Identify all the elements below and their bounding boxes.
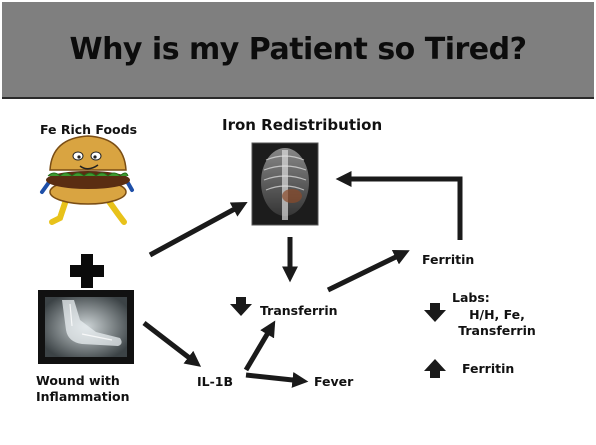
label-iron-redistribution: Iron Redistribution: [222, 116, 383, 134]
torso-xray-image: [251, 142, 319, 226]
burger-character-icon: [40, 135, 134, 225]
label-fever: Fever: [314, 374, 354, 389]
foot-xray-image: [38, 290, 134, 364]
labs-increased-values: Ferritin: [462, 361, 515, 376]
label-il1b: IL-1B: [197, 374, 234, 389]
labs-heading: Labs:: [452, 290, 490, 305]
arrow-wound-to-iron-redistribution: [148, 201, 248, 258]
plus-icon: [70, 254, 104, 288]
label-ferritin: Ferritin: [422, 252, 475, 267]
labs-decreased-values: H/H, Fe, Transferrin: [458, 307, 536, 338]
label-transferrin: Transferrin: [260, 303, 338, 318]
arrow-ferritin-to-iron-redistribution: [335, 170, 463, 240]
slide-title: Why is my Patient so Tired?: [69, 32, 527, 67]
label-wound-with-inflammation: Wound with Inflammation: [36, 373, 130, 404]
transferrin-decrease-arrow-icon: [230, 297, 252, 316]
title-bar: Why is my Patient so Tired?: [2, 2, 594, 99]
labs-increase-arrow-icon: [424, 359, 446, 378]
arrow-transferrin-to-ferritin: [326, 250, 410, 293]
arrow-il1b-to-transferrin: [243, 320, 276, 372]
label-fe-rich-foods: Fe Rich Foods: [40, 122, 138, 137]
arrow-il1b-to-fever: [245, 372, 309, 388]
arrow-wound-to-il1b: [142, 321, 202, 367]
labs-decrease-arrow-icon: [424, 303, 446, 322]
